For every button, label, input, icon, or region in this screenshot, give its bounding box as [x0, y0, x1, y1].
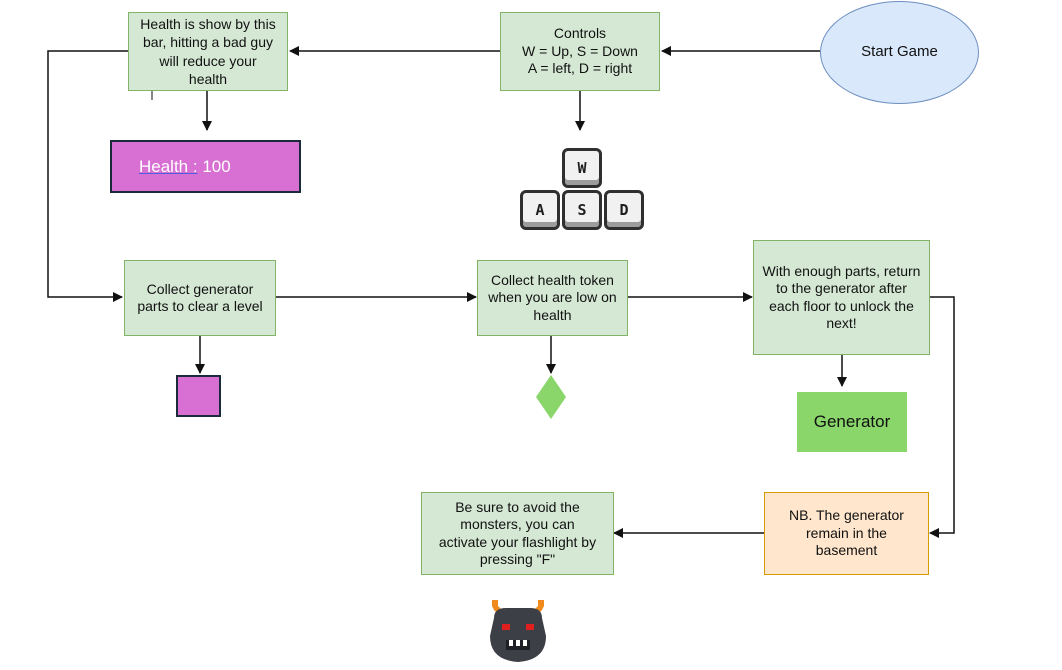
start-game-node: Start Game — [820, 1, 979, 104]
health-bar-label: Health : — [139, 156, 198, 176]
key-a: A — [520, 190, 560, 230]
edge-enough-parts-to-nb — [929, 296, 955, 538]
collect-parts-node: Collect generator parts to clear a level — [124, 260, 276, 336]
monster-icon — [490, 600, 546, 662]
health-info-node: Health is show by this bar, hitting a ba… — [128, 12, 288, 91]
controls-node: Controls W = Up, S = Down A = left, D = … — [500, 12, 660, 91]
avoid-monsters-node: Be sure to avoid the monsters, you can a… — [421, 492, 614, 575]
health-bar-value: 100 — [197, 156, 231, 176]
collect-token-node: Collect health token when you are low on… — [477, 260, 628, 336]
key-d: D — [604, 190, 644, 230]
health-token-diamond-icon — [536, 375, 566, 419]
wasd-keys-icon: W A S D — [520, 148, 648, 232]
edge-controls-to-collect-parts — [47, 50, 128, 302]
generator-node: Generator — [797, 392, 907, 452]
enough-parts-node: With enough parts, return to the generat… — [753, 240, 930, 355]
generator-part-square-icon — [176, 375, 221, 417]
key-s: S — [562, 190, 602, 230]
key-w: W — [562, 148, 602, 188]
health-bar: Health : 100 — [110, 140, 301, 193]
nb-node: NB. The generator remain in the basement — [764, 492, 929, 575]
